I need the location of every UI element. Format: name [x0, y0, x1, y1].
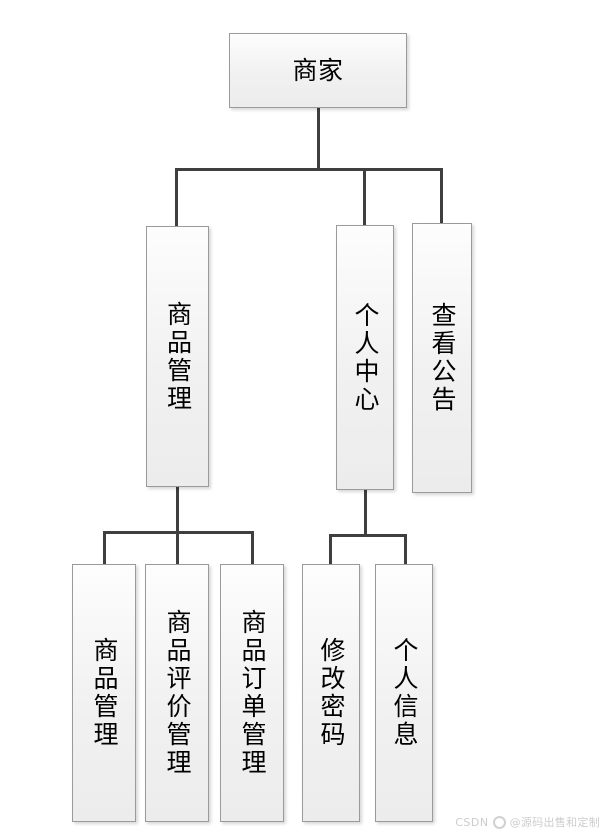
watermark-brand: CSDN [455, 815, 489, 829]
edge-product-management-stem [176, 487, 179, 533]
node-personal-center-label: 个人中心 [351, 301, 380, 414]
node-product-order-manage-label: 商品订单管理 [238, 609, 267, 777]
node-merchant-label: 商家 [292, 55, 344, 85]
edge-personal-children-bus [329, 534, 407, 537]
node-product-order-manage[interactable]: 商品订单管理 [220, 564, 284, 822]
node-product-manage-label: 商品管理 [90, 637, 119, 749]
node-product-management-label: 商品管理 [163, 300, 193, 413]
edge-level2-bus [175, 168, 443, 171]
edge-to-personal-info [404, 534, 407, 564]
node-change-password[interactable]: 修改密码 [302, 564, 360, 822]
edge-personal-center-stem [364, 490, 367, 536]
node-product-manage[interactable]: 商品管理 [72, 564, 136, 822]
node-merchant[interactable]: 商家 [229, 33, 407, 108]
edge-to-product-manage [103, 531, 106, 564]
node-personal-info[interactable]: 个人信息 [375, 564, 433, 822]
node-personal-center[interactable]: 个人中心 [336, 225, 394, 490]
edge-to-product-management [175, 168, 178, 226]
csdn-logo-icon [492, 815, 506, 829]
edge-root-stem [317, 108, 320, 170]
node-view-announcement[interactable]: 查看公告 [412, 223, 472, 493]
edge-to-product-review-manage [176, 531, 179, 564]
node-product-review-manage[interactable]: 商品评价管理 [145, 564, 209, 822]
watermark-text: @源码出售和定制 [509, 816, 600, 829]
node-product-management[interactable]: 商品管理 [146, 226, 209, 487]
edge-to-view-announcement [440, 168, 443, 223]
edge-to-product-order-manage [251, 531, 254, 564]
node-product-review-manage-label: 商品评价管理 [163, 609, 192, 777]
node-view-announcement-label: 查看公告 [428, 302, 457, 414]
watermark: CSDN @源码出售和定制 [455, 814, 600, 830]
edge-to-change-password [329, 534, 332, 564]
node-change-password-label: 修改密码 [317, 637, 346, 749]
edge-to-personal-center [363, 168, 366, 225]
node-personal-info-label: 个人信息 [390, 637, 419, 749]
